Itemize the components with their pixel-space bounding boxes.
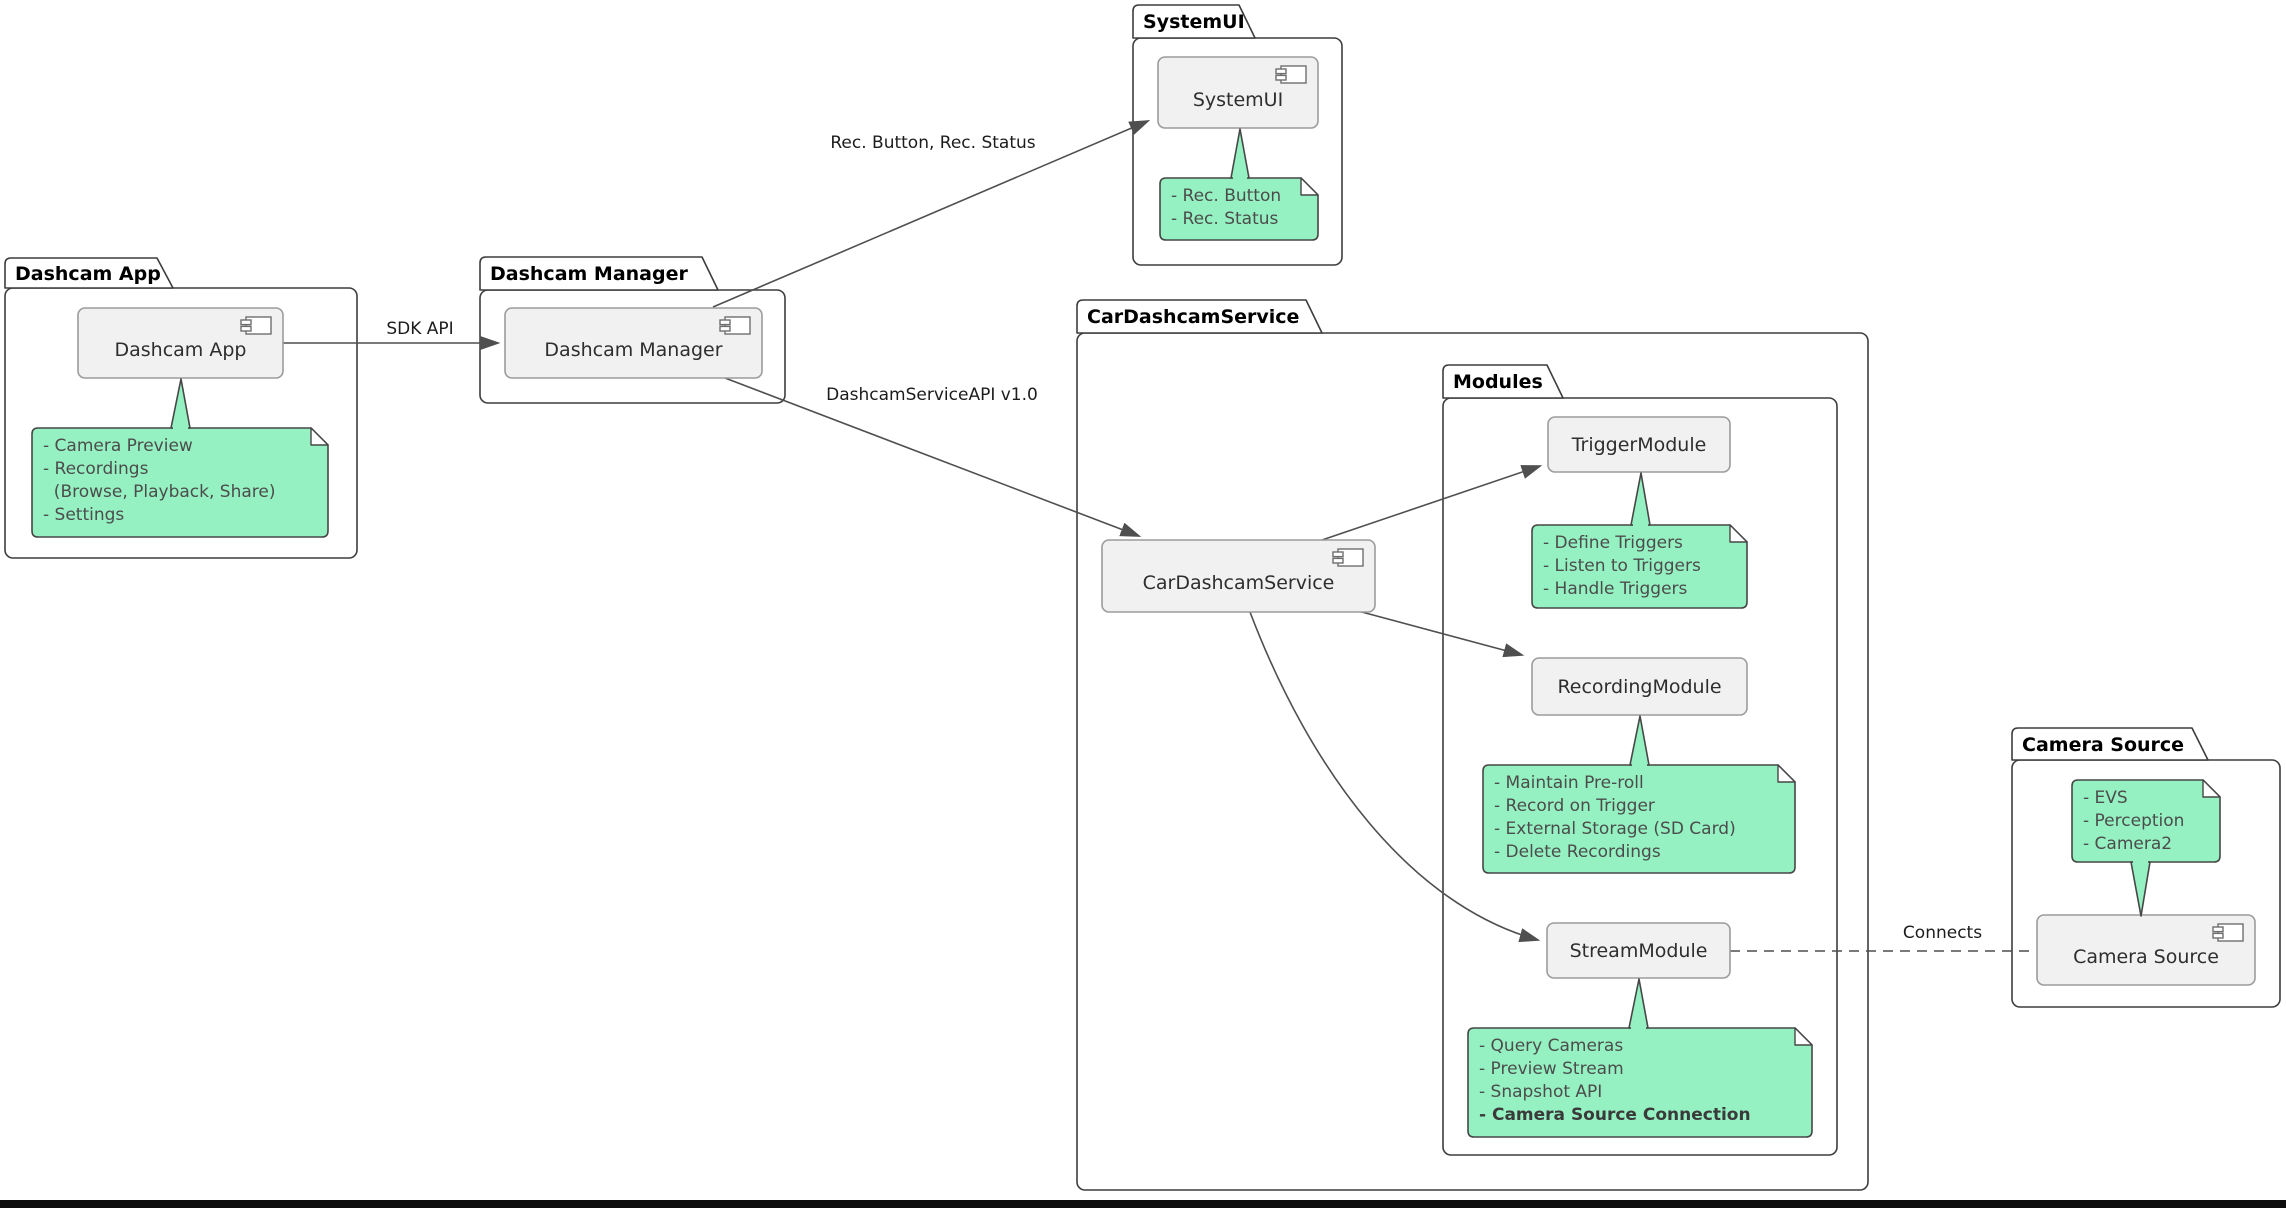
note-text-recording-module: - Maintain Pre-roll - Record on Trigger …: [1494, 772, 1736, 864]
note-text-dashcam-app: - Camera Preview - Recordings (Browse, P…: [43, 435, 276, 527]
bottom-border-bar: [0, 1200, 2286, 1208]
note-fold-icon: [310, 427, 329, 446]
note-text-trigger-module: - Define Triggers - Listen to Triggers -…: [1543, 532, 1701, 601]
note-line: - Record on Trigger: [1494, 796, 1655, 816]
note-line: - EVS: [2083, 788, 2128, 808]
component-dashcam-app: [77, 307, 284, 379]
note-line: - Define Triggers: [1543, 533, 1683, 553]
note-recording-module: [1482, 764, 1796, 874]
package-title-car-dashcam-service: CarDashcamService: [1087, 306, 1300, 328]
edge-rec-button-status: [712, 120, 1151, 308]
component-car-dashcam-service: [1101, 539, 1376, 613]
note-line: - Camera Preview: [43, 436, 193, 456]
note-dashcam-app: [31, 427, 329, 538]
package-tab-dashcam-app: [4, 257, 174, 289]
component-camera-source: [2036, 914, 2256, 986]
component-icon: [2212, 923, 2244, 942]
note-text-camera-source: - EVS - Perception - Camera2: [2083, 787, 2184, 856]
note-line: - Perception: [2083, 811, 2185, 831]
package-title-modules: Modules: [1453, 371, 1543, 393]
note-trigger-module: [1531, 524, 1748, 609]
edge-label-connects: Connects: [1902, 923, 1983, 943]
component-recording-module: [1531, 657, 1748, 716]
component-label-dashcam-app: Dashcam App: [114, 339, 247, 361]
component-label-dashcam-manager: Dashcam Manager: [544, 339, 723, 361]
note-line: - Maintain Pre-roll: [1494, 773, 1644, 793]
edge-label-sdk-api: SDK API: [386, 319, 454, 339]
package-tab-systemui: [1132, 4, 1256, 39]
package-title-camera-source: Camera Source: [2022, 733, 2185, 756]
package-title-dashcam-app: Dashcam App: [15, 262, 161, 285]
note-fold-icon: [1794, 1027, 1813, 1046]
note-line: - Preview Stream: [1479, 1059, 1624, 1079]
note-line: - Query Cameras: [1479, 1036, 1624, 1056]
note-fold-icon: [2202, 779, 2221, 798]
component-label-systemui: SystemUI: [1192, 88, 1284, 111]
note-fold-icon: [1729, 524, 1748, 543]
component-label-recording-module: RecordingModule: [1557, 675, 1722, 698]
edge-to-stream-module: [1249, 611, 1541, 943]
note-line: - Rec. Button: [1171, 186, 1282, 206]
component-trigger-module: [1547, 416, 1731, 473]
component-icon: [240, 316, 272, 335]
component-label-car-dashcam-service: CarDashcamService: [1142, 572, 1335, 594]
component-icon: [719, 316, 751, 335]
component-label-trigger-module: TriggerModule: [1571, 433, 1707, 456]
note-systemui: [1159, 177, 1319, 241]
note-fold-icon: [1777, 764, 1796, 783]
note-stream-module: [1467, 1027, 1813, 1138]
note-text-systemui: - Rec. Button - Rec. Status: [1171, 185, 1281, 231]
note-line: - External Storage (SD Card): [1494, 819, 1736, 839]
note-line-bold: - Camera Source Connection: [1479, 1105, 1751, 1125]
note-line: - Listen to Triggers: [1543, 556, 1701, 576]
note-line: - Delete Recordings: [1494, 842, 1661, 862]
package-tab-dashcam-manager: [479, 256, 719, 291]
component-label-camera-source: Camera Source: [2073, 946, 2219, 968]
component-dashcam-manager: [504, 307, 763, 379]
note-line: - Recordings: [43, 459, 149, 479]
edge-dashcam-service-api: [724, 377, 1142, 537]
note-line: - Handle Triggers: [1543, 579, 1688, 599]
package-title-systemui: SystemUI: [1143, 11, 1245, 33]
note-line: - Camera2: [2083, 834, 2173, 854]
component-label-stream-module: StreamModule: [1569, 939, 1708, 962]
note-camera-source: [2071, 779, 2221, 863]
component-stream-module: [1546, 922, 1731, 979]
note-line: (Browse, Playback, Share): [43, 482, 276, 502]
package-title-dashcam-manager: Dashcam Manager: [490, 263, 688, 285]
note-line: - Settings: [43, 505, 125, 525]
note-line: - Rec. Status: [1171, 209, 1279, 229]
edge-label-dashcam-service-api: DashcamServiceAPI v1.0: [826, 385, 1038, 405]
edge-to-trigger-module: [1321, 465, 1543, 541]
package-tab-modules: [1442, 364, 1564, 399]
edge-to-recording-module: [1357, 610, 1525, 658]
note-line: - Snapshot API: [1479, 1082, 1603, 1102]
component-icon: [1275, 65, 1307, 84]
component-icon: [1332, 548, 1364, 567]
note-text-stream-module: - Query Cameras - Preview Stream - Snaps…: [1479, 1035, 1751, 1127]
package-tab-car-dashcam-service: [1076, 299, 1323, 334]
edge-label-rec-button-status: Rec. Button, Rec. Status: [830, 133, 1036, 153]
package-tab-camera-source: [2011, 727, 2209, 761]
note-fold-icon: [1300, 177, 1319, 196]
